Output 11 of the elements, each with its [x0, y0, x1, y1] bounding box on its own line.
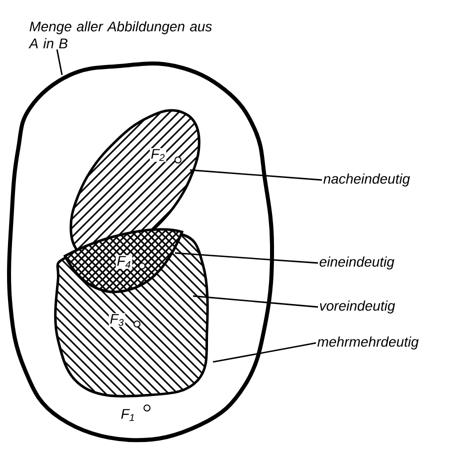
label-text: nacheindeutig [323, 174, 410, 186]
set-region: F$_{4}$ [64, 228, 184, 294]
label-text: eineindeutig [320, 256, 394, 270]
leader-line [174, 252, 318, 264]
leader-line [212, 342, 316, 363]
node-label: F$_{4}$ [117, 256, 130, 268]
leader-line [190, 169, 322, 181]
title-text: Menge aller Abbildungen aus A in B [28, 21, 212, 48]
leader-line [192, 295, 318, 308]
label-text: voreindeutig [320, 300, 396, 314]
label-text: mehrmehrdeutig [317, 336, 419, 350]
